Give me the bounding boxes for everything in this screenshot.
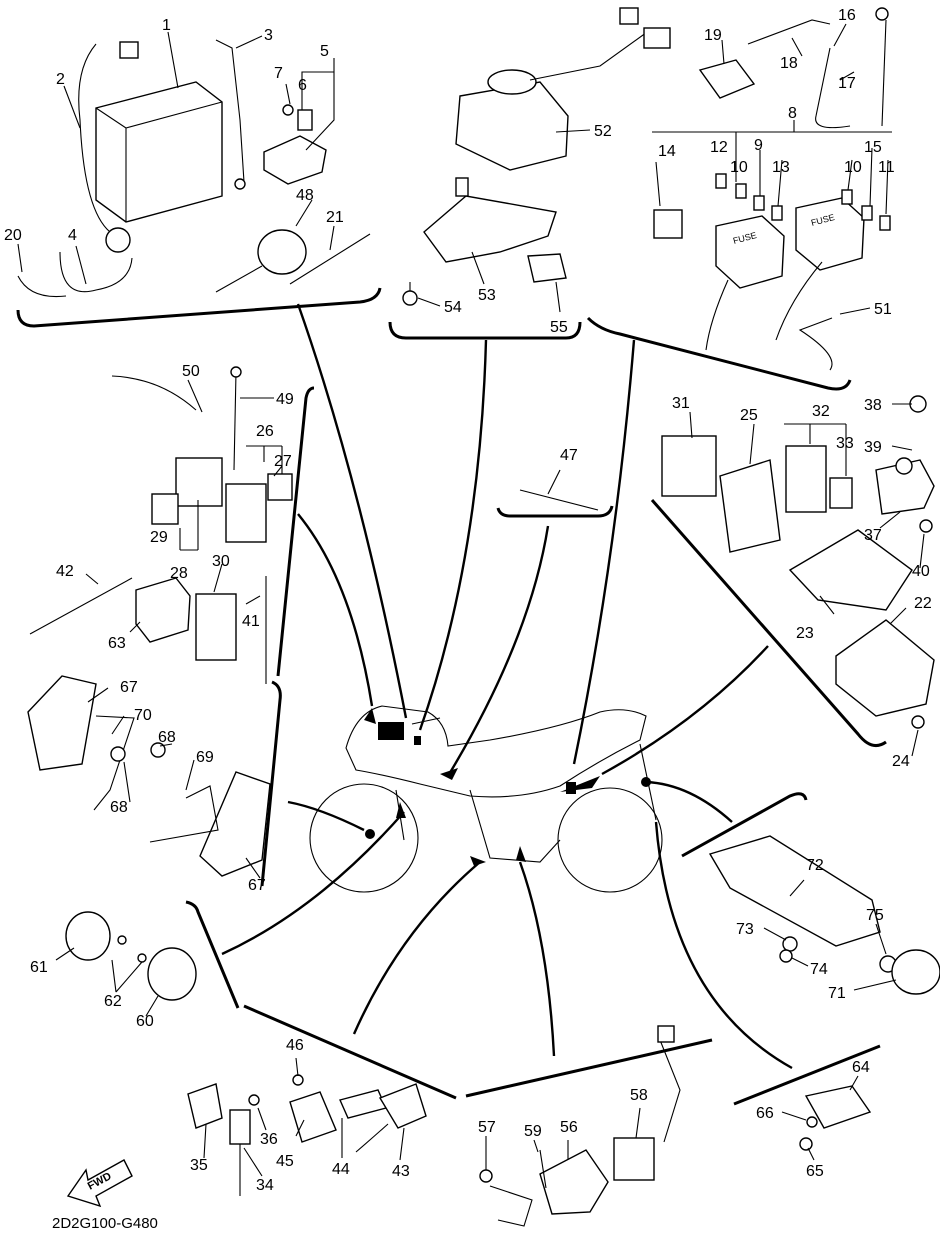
callout-49: 49 xyxy=(276,391,294,408)
callout-12: 12 xyxy=(710,139,728,156)
callout-64: 64 xyxy=(852,1059,870,1076)
callout-6: 6 xyxy=(298,77,307,94)
callout-10: 10 xyxy=(730,159,748,176)
callout-43: 43 xyxy=(392,1163,410,1180)
callout-16: 16 xyxy=(838,7,856,24)
callout-67: 67 xyxy=(120,679,138,696)
callout-42: 42 xyxy=(56,563,74,580)
callout-31: 31 xyxy=(672,395,690,412)
callout-26: 26 xyxy=(256,423,274,440)
callout-20: 20 xyxy=(4,227,22,244)
callout-65: 65 xyxy=(806,1163,824,1180)
callout-21: 21 xyxy=(326,209,344,226)
callout-30: 30 xyxy=(212,553,230,570)
callout-57: 57 xyxy=(478,1119,496,1136)
callout-66: 66 xyxy=(756,1105,774,1122)
callout-24: 24 xyxy=(892,753,910,770)
callout-40: 40 xyxy=(912,563,930,580)
callout-56: 56 xyxy=(560,1119,578,1136)
callout-3: 3 xyxy=(264,27,273,44)
group-frames xyxy=(16,287,887,1106)
callout-46: 46 xyxy=(286,1037,304,1054)
callout-2: 2 xyxy=(56,71,65,88)
callout-18: 18 xyxy=(780,55,798,72)
callout-35: 35 xyxy=(190,1157,208,1174)
callout-36: 36 xyxy=(260,1131,278,1148)
callout-37: 37 xyxy=(864,527,882,544)
diagram-code: 2D2G100-G480 xyxy=(52,1215,158,1232)
callout-38: 38 xyxy=(864,397,882,414)
callout-72: 72 xyxy=(806,857,824,874)
callout-23: 23 xyxy=(796,625,814,642)
callout-22: 22 xyxy=(914,595,932,612)
callout-58: 58 xyxy=(630,1087,648,1104)
callout-53: 53 xyxy=(478,287,496,304)
callout-27: 27 xyxy=(274,453,292,470)
motorcycle-outline xyxy=(309,705,663,893)
callout-71: 71 xyxy=(828,985,846,1002)
callout-numbers: 1 2 3 4 5 6 7 8 9 10 11 12 13 14 15 16 1… xyxy=(4,7,932,1194)
callout-8: 8 xyxy=(788,105,797,122)
callout-4: 4 xyxy=(68,227,77,244)
callout-15: 15 xyxy=(864,139,882,156)
callout-48: 48 xyxy=(296,187,314,204)
callout-73: 73 xyxy=(736,921,754,938)
callout-33: 33 xyxy=(836,435,854,452)
callout-11: 11 xyxy=(878,159,895,176)
parts xyxy=(17,7,940,1227)
callout-52: 52 xyxy=(594,123,612,140)
callout-59: 59 xyxy=(524,1123,542,1140)
callout-29: 29 xyxy=(150,529,168,546)
callout-9: 9 xyxy=(754,137,763,154)
callout-69: 69 xyxy=(196,749,214,766)
callout-60: 60 xyxy=(136,1013,154,1030)
callout-5: 5 xyxy=(320,43,329,60)
callout-19: 19 xyxy=(704,27,722,44)
callout-7: 7 xyxy=(274,65,283,82)
callout-62: 62 xyxy=(104,993,122,1010)
callout-1: 1 xyxy=(162,17,171,34)
callout-51: 51 xyxy=(874,301,892,318)
callout-63: 63 xyxy=(108,635,126,652)
callout-75: 75 xyxy=(866,907,884,924)
callout-34: 34 xyxy=(256,1177,274,1194)
callout-74: 74 xyxy=(810,961,828,978)
callout-41: 41 xyxy=(242,613,260,630)
callout-47: 47 xyxy=(560,447,578,464)
callout-13: 13 xyxy=(772,159,790,176)
callout-45: 45 xyxy=(276,1153,294,1170)
callout-32: 32 xyxy=(812,403,830,420)
wire-leaders xyxy=(221,303,793,1070)
callout-25: 25 xyxy=(740,407,758,424)
callout-10-second: 10 xyxy=(844,159,862,176)
fwd-arrow-icon: FWD xyxy=(66,1159,133,1208)
callout-44: 44 xyxy=(332,1161,350,1178)
callout-70: 70 xyxy=(134,707,152,724)
callout-55: 55 xyxy=(550,319,568,336)
callout-28: 28 xyxy=(170,565,188,582)
callout-39: 39 xyxy=(864,439,882,456)
callout-67-second: 67 xyxy=(248,877,266,894)
callout-68-second: 68 xyxy=(110,799,128,816)
callout-54: 54 xyxy=(444,299,462,316)
callout-17: 17 xyxy=(838,75,856,92)
callout-68: 68 xyxy=(158,729,176,746)
callout-leaders xyxy=(17,23,925,1177)
callout-14: 14 xyxy=(658,143,676,160)
callout-61: 61 xyxy=(30,959,48,976)
callout-50: 50 xyxy=(182,363,200,380)
